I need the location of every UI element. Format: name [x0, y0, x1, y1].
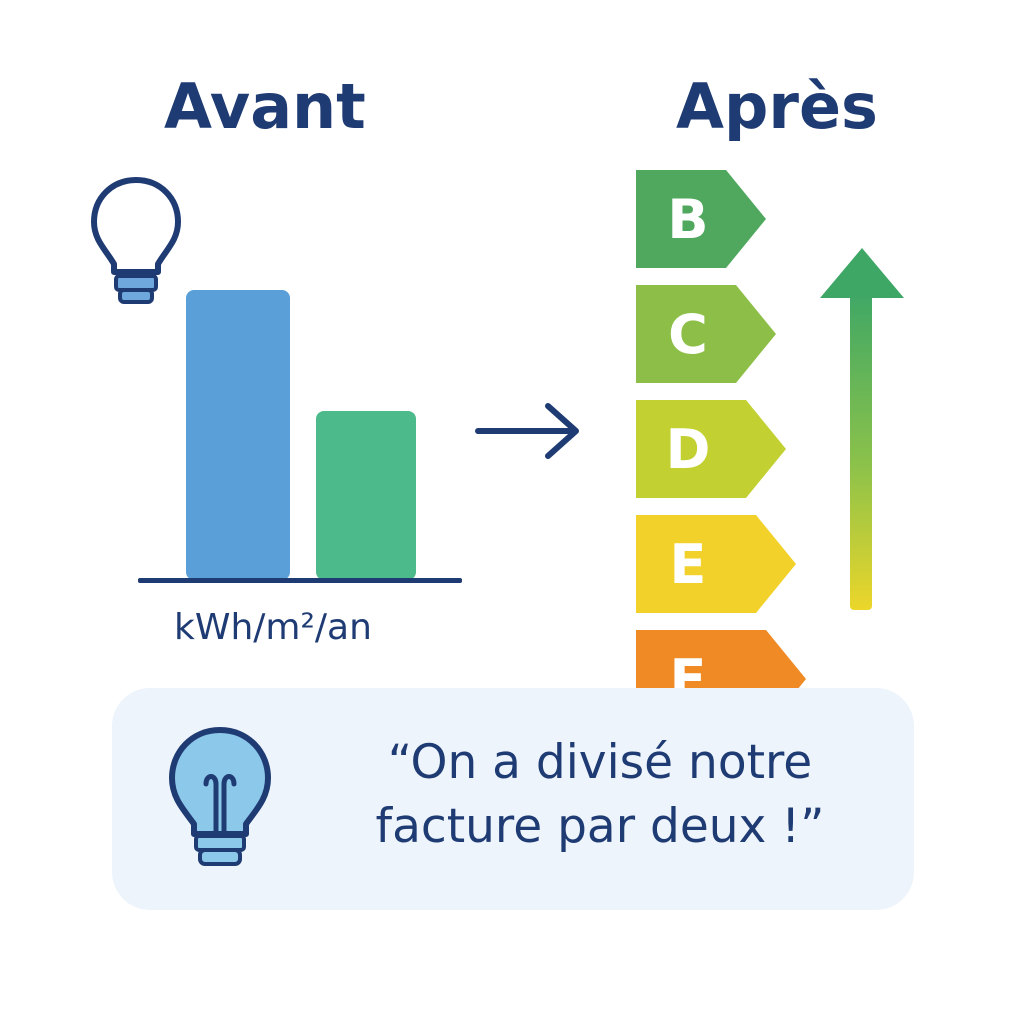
title-before: Avant [164, 70, 366, 143]
arrow-right-icon [475, 403, 579, 459]
chart-xlabel: kWh/m²/an [174, 607, 372, 648]
rating-letter: C [668, 303, 708, 366]
quote-text: “On a divisé notre facture par deux !” [375, 735, 825, 854]
rating-arrow-shape [636, 285, 776, 383]
rating-b: B [636, 170, 766, 268]
title-after: Après [676, 70, 878, 143]
rating-arrow-shape [636, 170, 766, 268]
rating-d: D [636, 400, 786, 498]
rating-letter: D [666, 418, 711, 481]
gradient-arrow-up-icon [820, 248, 904, 610]
rating-c: C [636, 285, 776, 383]
bar-after [316, 410, 416, 580]
chart-baseline [138, 578, 462, 583]
bar-before [186, 290, 290, 580]
lightbulb-outline-icon [91, 177, 181, 304]
rating-arrow-shape [636, 400, 786, 498]
rating-letter: E [670, 533, 707, 596]
rating-letter: B [667, 188, 708, 251]
rating-arrow-shape [636, 515, 796, 613]
energy-bar-chart [138, 290, 462, 583]
rating-e: E [636, 515, 796, 613]
lightbulb-filled-icon [169, 727, 271, 866]
